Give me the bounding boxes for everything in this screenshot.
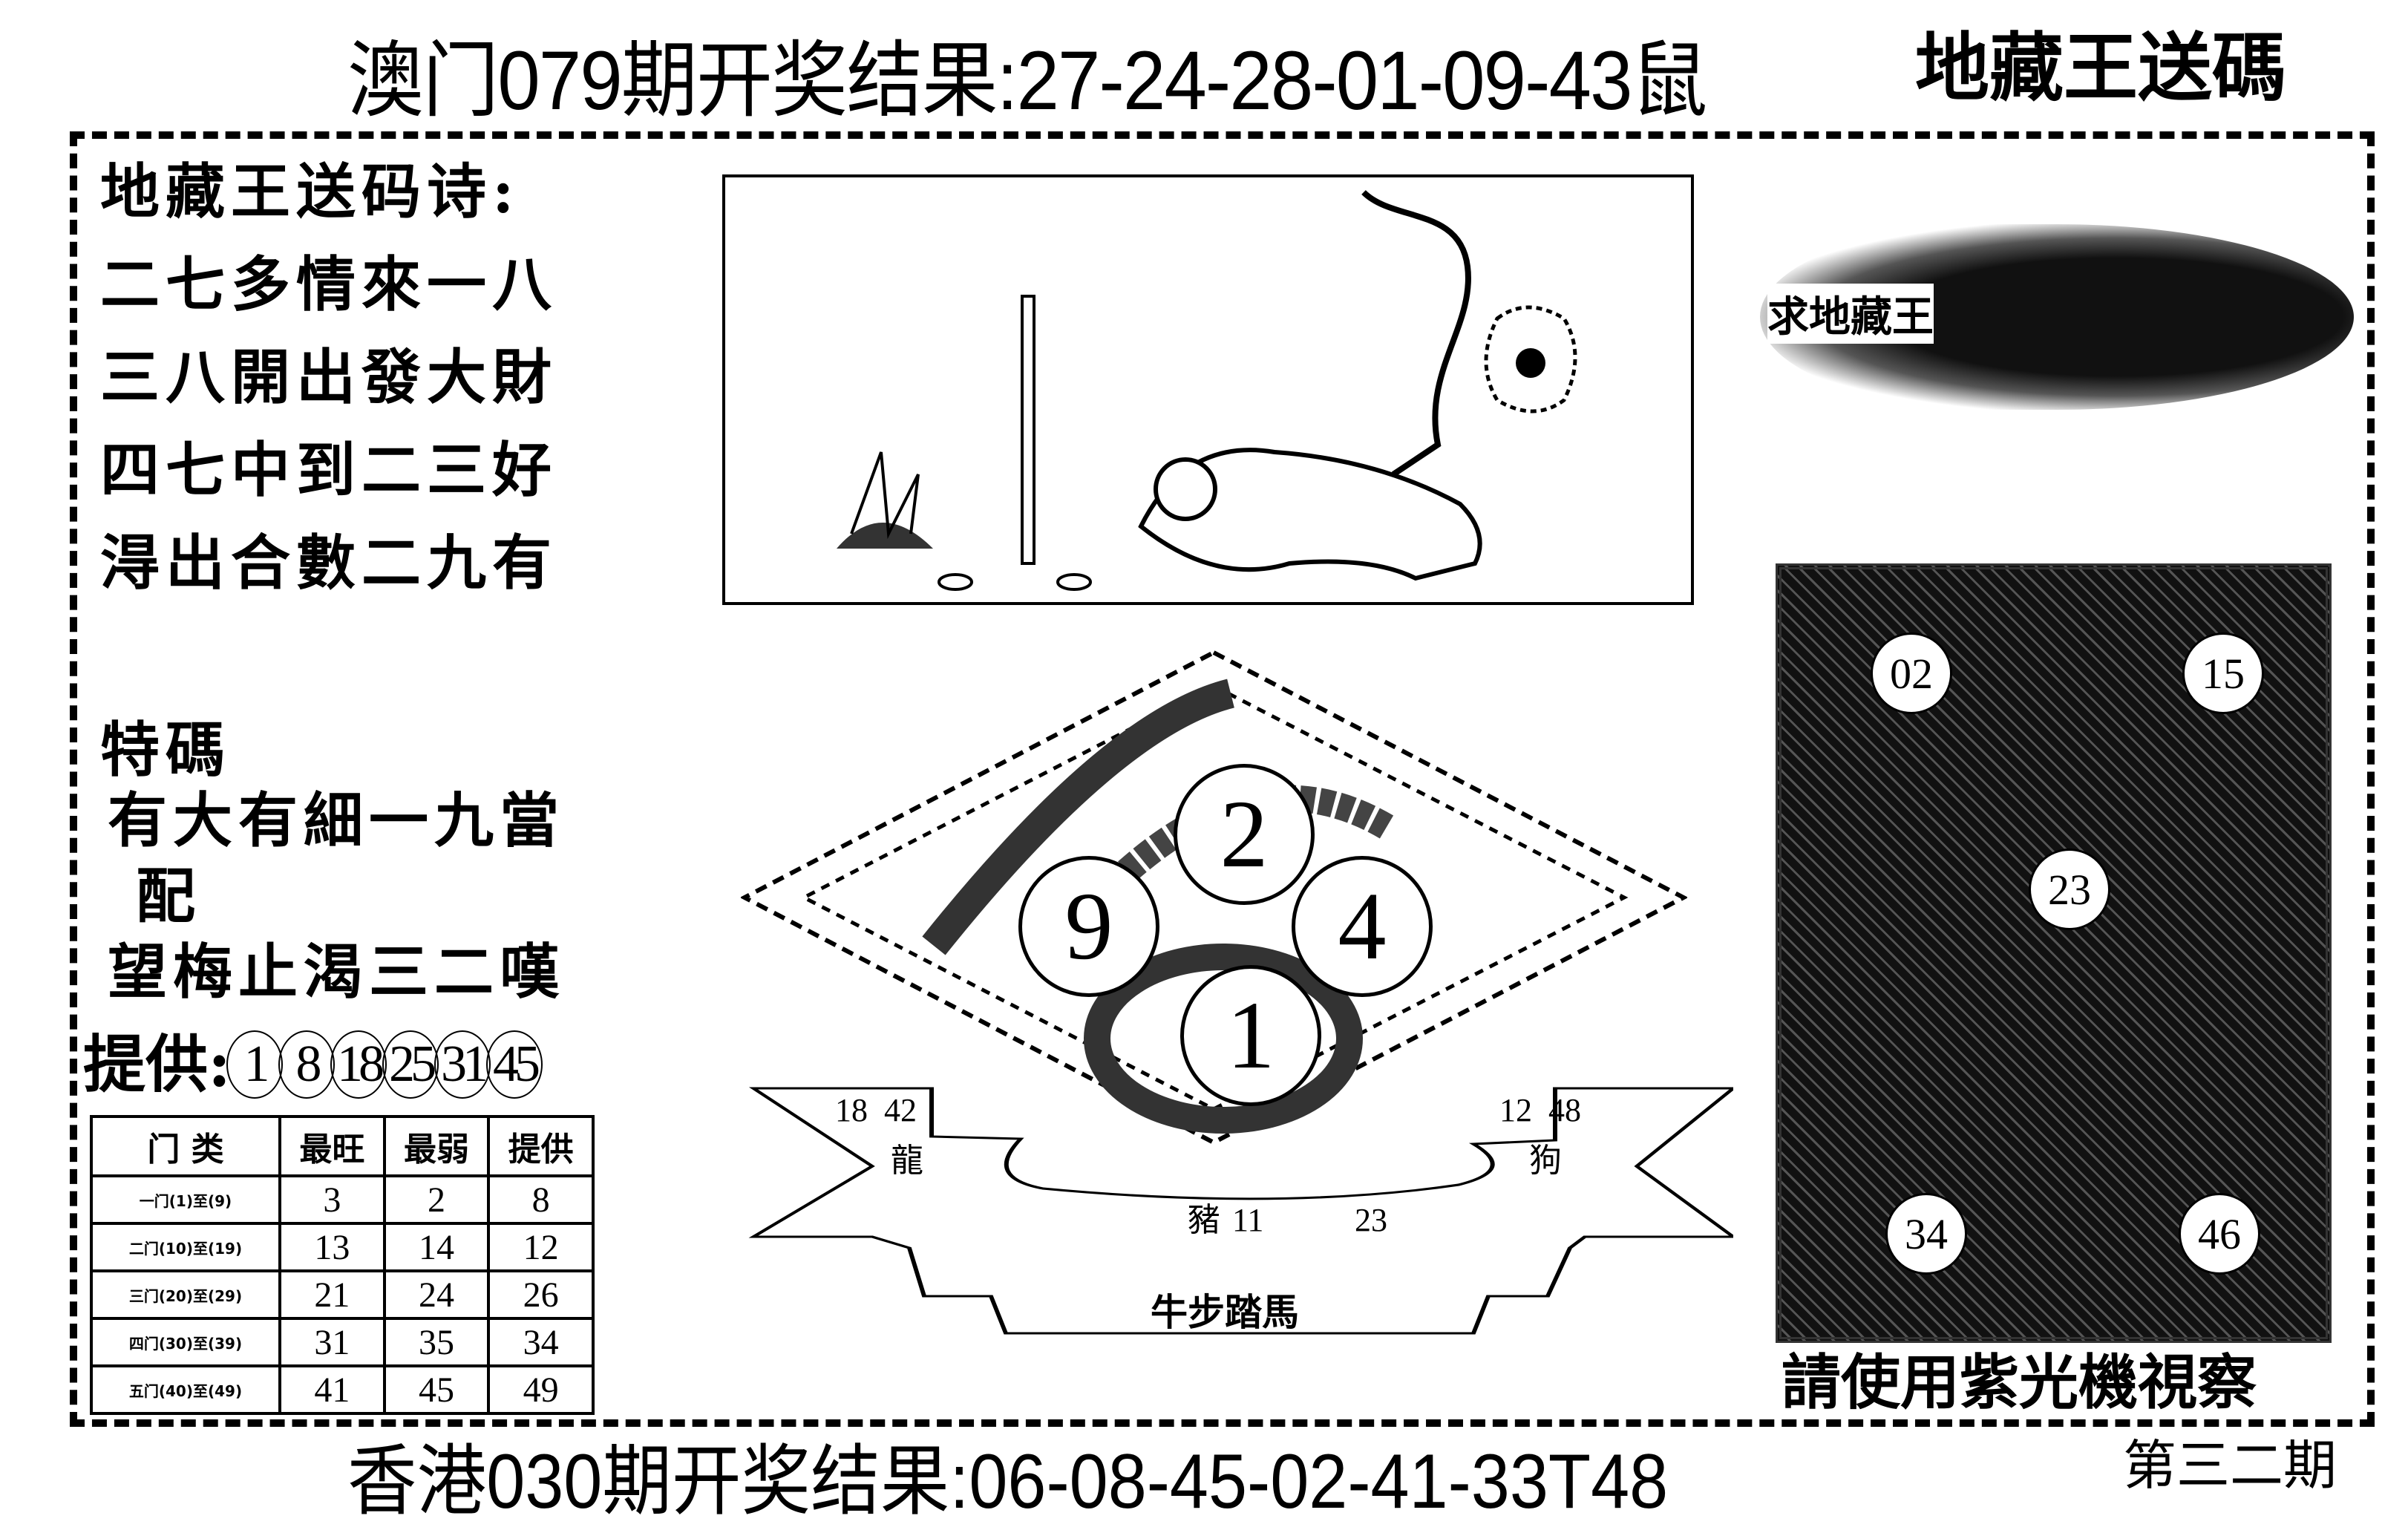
special-line: 望梅止渴三二嘆 — [108, 937, 565, 1007]
special-line: 配 — [136, 861, 201, 931]
diamond-digit: 9 — [1018, 856, 1159, 997]
zodiac-star-banner — [748, 1087, 1733, 1335]
cell: 14 — [382, 1222, 491, 1272]
macau-result-header: 澳门079期开奖结果:27-24-28-01-09-43鼠 — [347, 13, 1708, 134]
diamond-digit: 2 — [1174, 764, 1315, 905]
cell: 35 — [382, 1317, 491, 1367]
column-header: 最弱 — [382, 1115, 491, 1177]
provide-number: 25 — [382, 1030, 439, 1099]
provide-number: 8 — [278, 1030, 336, 1099]
star-bottom-text: 牛步踏馬 — [1151, 1290, 1299, 1334]
column-header: 最旺 — [278, 1115, 386, 1177]
row-label: 三门(20)至(29) — [90, 1269, 281, 1320]
hk-result-footer: 香港030期开奖结果:06-08-45-02-41-33T48 — [347, 1418, 1668, 1530]
cell: 2 — [382, 1174, 491, 1225]
poem-line: 三八開出發大財 — [100, 342, 557, 412]
center-number: 11 — [1232, 1202, 1264, 1238]
provide-number: 31 — [434, 1030, 491, 1099]
cell: 21 — [278, 1269, 386, 1320]
dashed-frame — [70, 131, 2375, 1427]
right-numbers: 12 48 — [1499, 1092, 1581, 1128]
column-header: 提供 — [487, 1115, 595, 1177]
cell: 34 — [487, 1317, 595, 1367]
macau-result-text: 澳门079期开奖结果:27-24-28-01-09-43鼠 — [347, 34, 1708, 127]
row-label: 一门(1)至(9) — [90, 1174, 281, 1225]
poem-title: 地藏王送码诗: — [100, 157, 520, 226]
hk-result-text: 香港030期开奖结果:06-08-45-02-41-33T48 — [347, 1439, 1669, 1525]
center-zodiac: 豬 — [1188, 1202, 1220, 1238]
diamond-frame — [741, 650, 1687, 1145]
table-header-row: 门 类 最旺 最弱 提供 — [90, 1115, 595, 1177]
cell: 49 — [487, 1364, 595, 1415]
row-label: 五门(40)至(49) — [90, 1364, 281, 1415]
cell: 31 — [278, 1317, 386, 1367]
monk-drawing — [837, 190, 1577, 591]
cell: 8 — [487, 1174, 595, 1225]
prayer-banner: 求地藏王 — [1760, 224, 2354, 410]
left-zodiac: 龍 — [891, 1142, 923, 1179]
issue-number: 第三二期 — [2123, 1434, 2337, 1497]
header-overlay-calligraphy: 地藏王送碼 — [1915, 24, 2286, 111]
provide-row: 提供: 1 8 18 25 31 45 — [83, 1030, 543, 1099]
lucky-ball: 15 — [2182, 632, 2264, 714]
center-extra-number: 23 — [1355, 1202, 1387, 1238]
cell: 13 — [278, 1222, 386, 1272]
lucky-ball: 23 — [2029, 849, 2110, 930]
poem-line: 二七多情來一八 — [100, 249, 557, 319]
row-label: 二门(10)至(19) — [90, 1222, 281, 1272]
poem-line: 淂出合數二九有 — [100, 528, 557, 598]
diamond-digit: 4 — [1292, 856, 1433, 997]
lucky-ball: 02 — [1871, 632, 1952, 714]
provide-number: 1 — [226, 1030, 284, 1099]
lucky-ball: 46 — [2179, 1193, 2260, 1275]
footer-overlay-text: 請使用紫光機視察 — [1782, 1347, 2257, 1417]
cell: 12 — [487, 1222, 595, 1272]
lucky-ball-panel: 02 15 23 34 46 — [1776, 563, 2332, 1343]
cell: 3 — [278, 1174, 386, 1225]
banner-text: 求地藏王 — [1767, 284, 1934, 344]
diamond-digit: 1 — [1180, 965, 1321, 1106]
row-label: 四门(30)至(39) — [90, 1317, 281, 1367]
cell: 41 — [278, 1364, 386, 1415]
provide-number: 18 — [330, 1030, 387, 1099]
right-zodiac: 狗 — [1529, 1142, 1562, 1179]
monk-illustration — [722, 174, 1694, 605]
provide-label: 提供: — [83, 1027, 232, 1101]
special-line: 有大有細一九當 — [108, 785, 565, 855]
provide-number: 45 — [486, 1030, 543, 1099]
cell: 24 — [382, 1269, 491, 1320]
cell: 45 — [382, 1364, 491, 1415]
left-numbers: 18 42 — [835, 1092, 917, 1128]
column-header: 门 类 — [90, 1115, 281, 1177]
poem-line: 四七中到二三好 — [100, 435, 557, 505]
lucky-ball: 34 — [1885, 1193, 1967, 1275]
special-title: 特碼 — [100, 715, 231, 785]
cell: 26 — [487, 1269, 595, 1320]
